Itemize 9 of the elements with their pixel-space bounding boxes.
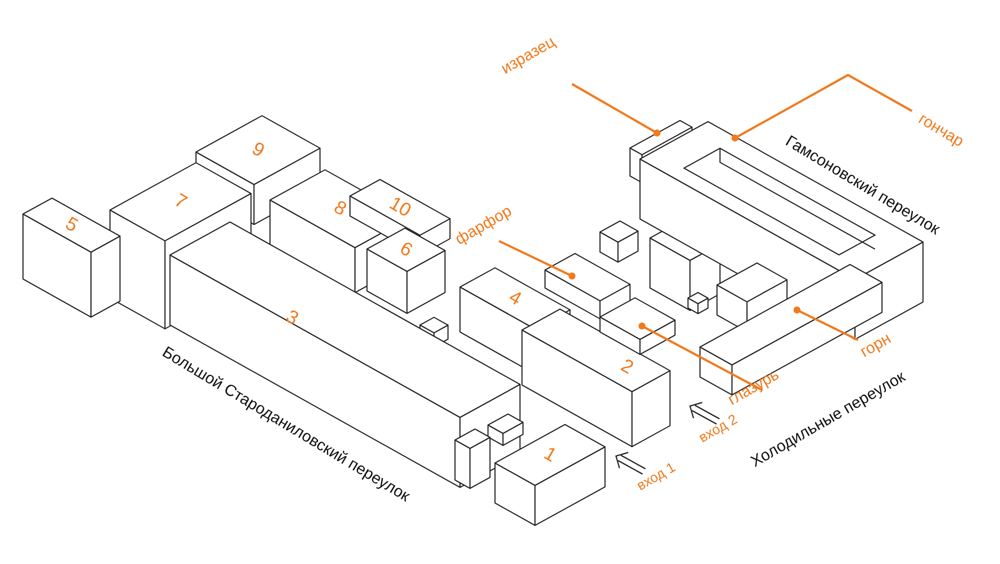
entrance-label: вход 1 [634,460,678,492]
leader-line [732,74,913,142]
building [544,252,631,320]
leader-line [498,240,576,280]
leader-line [794,306,858,341]
leader-label: горн [858,331,894,361]
leader-line [571,83,660,136]
leader-line [638,322,763,391]
entrance-label: вход 2 [696,412,740,444]
